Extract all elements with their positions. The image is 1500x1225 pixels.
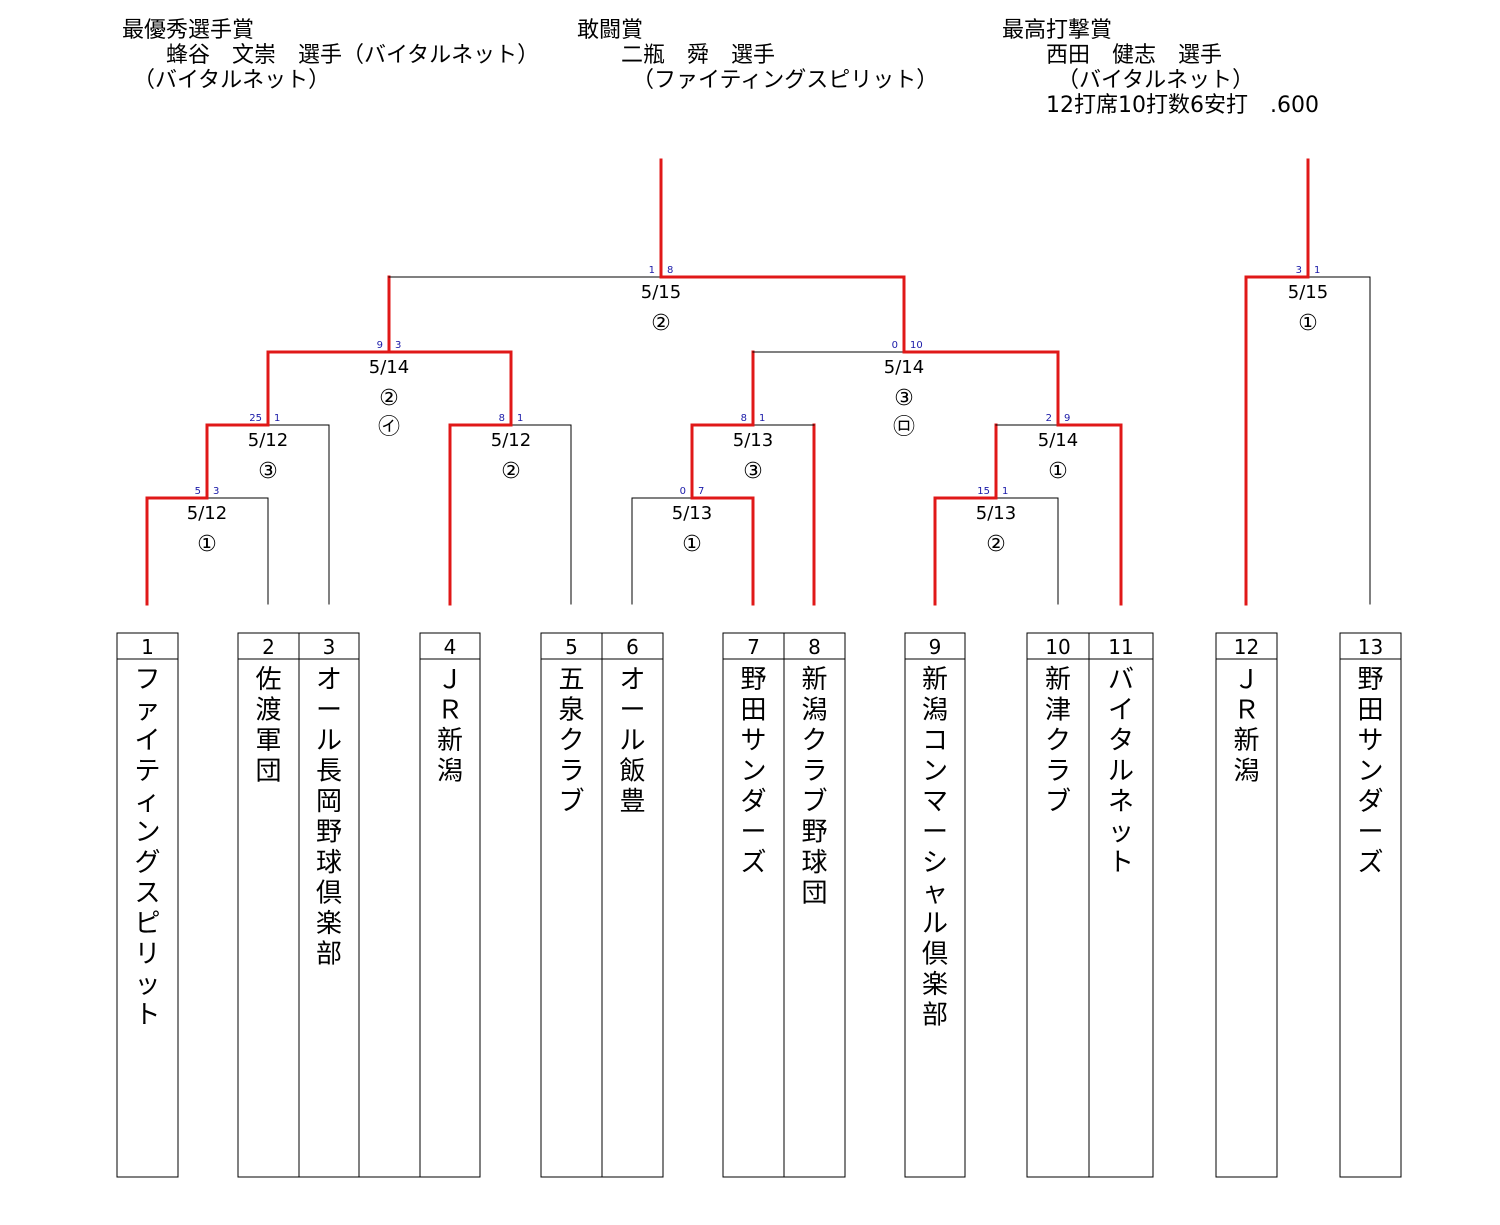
team-number: 8	[808, 635, 821, 659]
match-score: 25	[249, 413, 262, 424]
match-field: ①	[1048, 459, 1068, 484]
match-date: 5/15	[1288, 282, 1328, 303]
team-name: バイタルネット	[1108, 665, 1134, 878]
team-number: 9	[929, 635, 942, 659]
match-date: 5/12	[491, 430, 531, 451]
match-field: ③	[743, 459, 763, 484]
team-name: 野田サンダーズ	[740, 665, 766, 878]
match-score: 0	[680, 486, 686, 497]
match-field: ①	[682, 532, 702, 557]
team-name: 野田サンダーズ	[1357, 665, 1383, 878]
match-block: ㋑	[378, 415, 400, 440]
match-field: ②	[986, 532, 1006, 557]
team-number: 11	[1108, 635, 1133, 659]
match-score: 8	[499, 413, 505, 424]
match-score: 1	[517, 413, 523, 424]
team-number: 13	[1358, 635, 1383, 659]
team-box	[298, 632, 360, 1178]
team-number: 3	[323, 635, 336, 659]
team-number: 10	[1045, 635, 1070, 659]
award-detail: （ファイティングスピリット）	[577, 68, 938, 93]
match-score: 8	[667, 265, 673, 276]
award-detail: 蜂谷 文崇 選手（バイタルネット）	[122, 43, 539, 68]
team-number: 5	[565, 635, 578, 659]
match-date: 5/13	[733, 430, 773, 451]
match-date: 5/12	[248, 430, 288, 451]
award-detail: （バイタルネット）	[1002, 68, 1254, 93]
match-date: 5/15	[641, 282, 681, 303]
match-date: 5/14	[369, 357, 409, 378]
match-date: 5/13	[672, 503, 712, 524]
match-score: 2	[1046, 413, 1052, 424]
match-date: 5/13	[976, 503, 1016, 524]
team-name: オール長岡野球倶楽部	[316, 665, 342, 970]
match-date: 5/12	[187, 503, 227, 524]
match-date: 5/14	[884, 357, 924, 378]
match-score: 3	[1296, 265, 1302, 276]
match-score: 3	[395, 340, 401, 351]
team-name: 五泉クラブ	[558, 665, 584, 817]
award-detail: 12打席10打数6安打 .600	[1002, 93, 1319, 118]
team-box	[1215, 632, 1278, 1178]
match-score: 1	[759, 413, 765, 424]
award-title: 敢闘賞	[577, 18, 643, 43]
award-title: 最高打撃賞	[1002, 18, 1112, 43]
team-name: ＪＲ新潟	[437, 665, 463, 787]
award-detail: 二瓶 舜 選手	[577, 43, 775, 68]
team-name: 新潟クラブ野球団	[801, 665, 827, 909]
match-field: ①	[1298, 311, 1318, 336]
match-score: 3	[213, 486, 219, 497]
team-number: 2	[262, 635, 275, 659]
match-score: 0	[892, 340, 898, 351]
team-number: 12	[1234, 635, 1259, 659]
match-field: ①	[197, 532, 217, 557]
team-box	[783, 632, 846, 1178]
team-box	[1339, 632, 1402, 1178]
match-score: 10	[910, 340, 923, 351]
team-number: 4	[444, 635, 457, 659]
team-number: 1	[141, 635, 154, 659]
award-detail: （バイタルネット）	[122, 68, 330, 93]
match-score: 7	[698, 486, 704, 497]
team-name: オール飯豊	[619, 665, 645, 817]
match-score: 8	[741, 413, 747, 424]
match-score: 1	[649, 265, 655, 276]
team-name: 新津クラブ	[1045, 665, 1071, 817]
team-box	[904, 632, 966, 1178]
team-box	[601, 632, 664, 1178]
match-score: 1	[274, 413, 280, 424]
team-name: 佐渡軍団	[255, 665, 281, 787]
team-name: ファイティングスピリット	[134, 665, 160, 1031]
match-field: ②	[651, 311, 671, 336]
award-detail: 西田 健志 選手	[1002, 43, 1222, 68]
match-score: 1	[1314, 265, 1320, 276]
match-date: 5/14	[1038, 430, 1078, 451]
match-field: ②	[379, 386, 399, 411]
team-box	[1088, 632, 1154, 1178]
match-score: 5	[195, 486, 201, 497]
match-score: 1	[1002, 486, 1008, 497]
team-box	[419, 632, 481, 1178]
award-title: 最優秀選手賞	[122, 18, 254, 43]
team-number: 6	[626, 635, 639, 659]
team-box	[116, 632, 179, 1178]
match-score: 15	[977, 486, 990, 497]
match-block: ㋺	[893, 415, 915, 440]
team-name: 新潟コンマーシャル倶楽部	[922, 665, 948, 1031]
match-field: ③	[258, 459, 278, 484]
team-number: 7	[747, 635, 760, 659]
match-score: 9	[377, 340, 383, 351]
match-field: ②	[501, 459, 521, 484]
team-name: ＪＲ新潟	[1233, 665, 1259, 787]
match-field: ③	[894, 386, 914, 411]
match-score: 9	[1064, 413, 1070, 424]
